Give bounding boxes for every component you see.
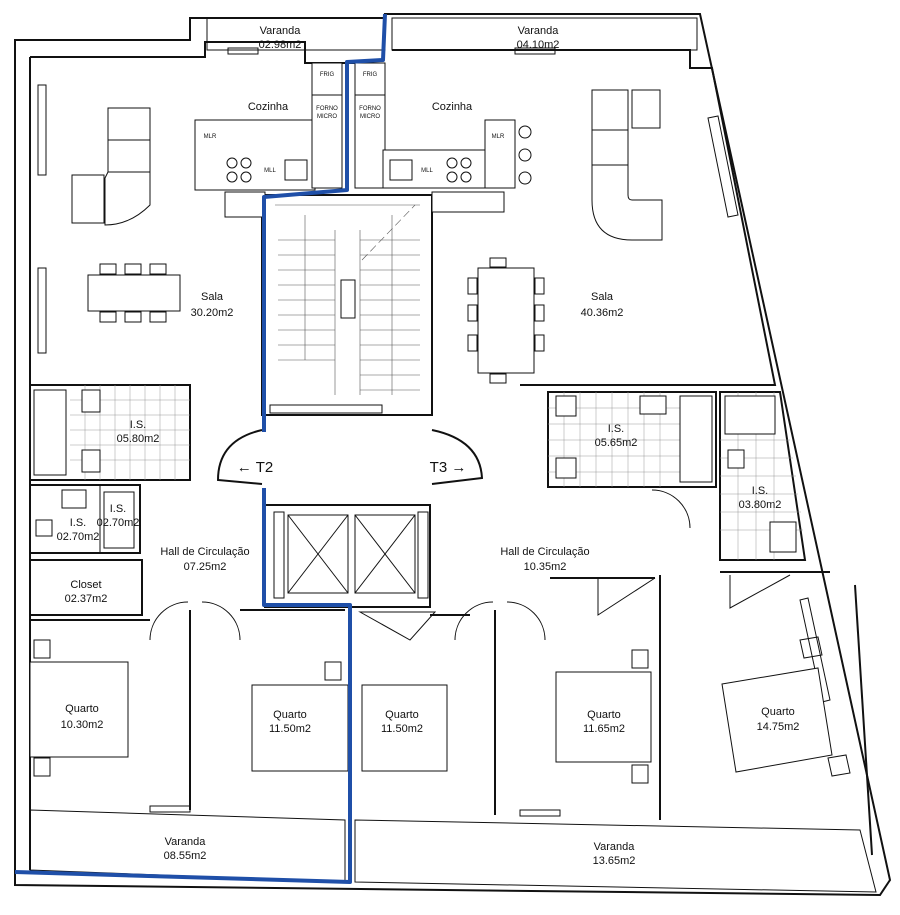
is-small-a-area: 02.70m2 bbox=[57, 531, 100, 543]
closet-name: Closet bbox=[70, 579, 101, 591]
mll-left-label: MLL bbox=[264, 168, 276, 174]
kitchen-right: FRIG FORNO MICRO MLR MLL Cozinha bbox=[354, 62, 532, 213]
is-small-right-area: 03.80m2 bbox=[739, 499, 782, 511]
balcony-top-right bbox=[391, 17, 698, 55]
living-right: Sala 40.36m2 bbox=[467, 89, 663, 384]
windows bbox=[37, 84, 831, 703]
quarto-left-b-name: Quarto bbox=[273, 709, 307, 721]
quarto-right-c-area: 14.75m2 bbox=[757, 721, 800, 733]
unit-divider-line bbox=[14, 13, 387, 884]
forno-right-label-2: MICRO bbox=[360, 114, 380, 120]
quarto-right-b-area: 11.65m2 bbox=[583, 723, 625, 735]
frig-right-label: FRIG bbox=[363, 72, 378, 78]
is-main-right-name: I.S. bbox=[608, 423, 625, 435]
is-main-left-area: 05.80m2 bbox=[117, 433, 160, 445]
varanda-bottom-left-area: 08.55m2 bbox=[164, 850, 207, 862]
balcony-bottom-right bbox=[354, 809, 877, 893]
quarto-right-a-area: 11.50m2 bbox=[381, 723, 423, 735]
hall-left-name: Hall de Circulação bbox=[160, 546, 249, 558]
t3-label: T3 → bbox=[430, 459, 467, 476]
balcony-labels: Varanda 02.98m2 Varanda 04.10m2 Varanda … bbox=[164, 25, 636, 867]
bedrooms: Quarto 10.30m2 Quarto 11.50m2 Quarto 11.… bbox=[29, 571, 851, 820]
living-left: Sala 30.20m2 bbox=[71, 107, 234, 323]
quarto-right-b-name: Quarto bbox=[587, 709, 621, 721]
halls: Hall de Circulação 07.25m2 Hall de Circu… bbox=[149, 489, 691, 641]
closet-area: 02.37m2 bbox=[65, 593, 108, 605]
varanda-bottom-right-area: 13.65m2 bbox=[593, 855, 636, 867]
kitchen-left: FRIG FORNO MICRO MLR MLL Cozinha bbox=[194, 62, 343, 218]
is-small-b-name: I.S. bbox=[110, 503, 127, 515]
quarto-right-a-name: Quarto bbox=[385, 709, 419, 721]
quarto-left-b-area: 11.50m2 bbox=[269, 723, 311, 735]
varanda-bottom-right-name: Varanda bbox=[594, 841, 636, 853]
sala-right-name: Sala bbox=[591, 291, 614, 303]
hall-left-area: 07.25m2 bbox=[184, 561, 227, 573]
bathrooms-left: I.S. 05.80m2 I.S. 02.70m2 I.S. 02.70m2 C… bbox=[29, 384, 191, 616]
quarto-left-a-name: Quarto bbox=[65, 703, 99, 715]
is-small-right-name: I.S. bbox=[752, 485, 769, 497]
mlr-right-label: MLR bbox=[492, 134, 505, 140]
mlr-left-label: MLR bbox=[204, 134, 217, 140]
landing: ← T2 T3 → bbox=[216, 429, 484, 485]
varanda-bottom-left-name: Varanda bbox=[165, 836, 207, 848]
t2-label: ← T2 bbox=[237, 459, 273, 476]
quarto-right-c-name: Quarto bbox=[761, 706, 795, 718]
mll-right-label: MLL bbox=[421, 168, 433, 174]
is-main-left-name: I.S. bbox=[130, 419, 147, 431]
varanda-top-right-area: 04.10m2 bbox=[517, 39, 560, 51]
is-small-b-area: 02.70m2 bbox=[97, 517, 140, 529]
sala-left-area: 30.20m2 bbox=[191, 307, 234, 319]
varanda-top-left-area: 02.98m2 bbox=[259, 39, 302, 51]
cozinha-left-label: Cozinha bbox=[248, 101, 289, 113]
sala-right-area: 40.36m2 bbox=[581, 307, 624, 319]
hall-right-area: 10.35m2 bbox=[524, 561, 567, 573]
varanda-top-left-name: Varanda bbox=[260, 25, 302, 37]
is-main-right-area: 05.65m2 bbox=[595, 437, 638, 449]
bathrooms-right: I.S. 05.65m2 I.S. 03.80m2 bbox=[547, 391, 807, 561]
forno-left-label-1: FORNO bbox=[316, 106, 338, 112]
varanda-top-right-name: Varanda bbox=[518, 25, 560, 37]
hall-right-name: Hall de Circulação bbox=[500, 546, 589, 558]
forno-left-label-2: MICRO bbox=[317, 114, 337, 120]
quarto-left-a-area: 10.30m2 bbox=[61, 719, 104, 731]
cozinha-right-label: Cozinha bbox=[432, 101, 473, 113]
sala-left-name: Sala bbox=[201, 291, 224, 303]
is-small-a-name: I.S. bbox=[70, 517, 87, 529]
frig-left-label: FRIG bbox=[320, 72, 335, 78]
forno-right-label-1: FORNO bbox=[359, 106, 381, 112]
